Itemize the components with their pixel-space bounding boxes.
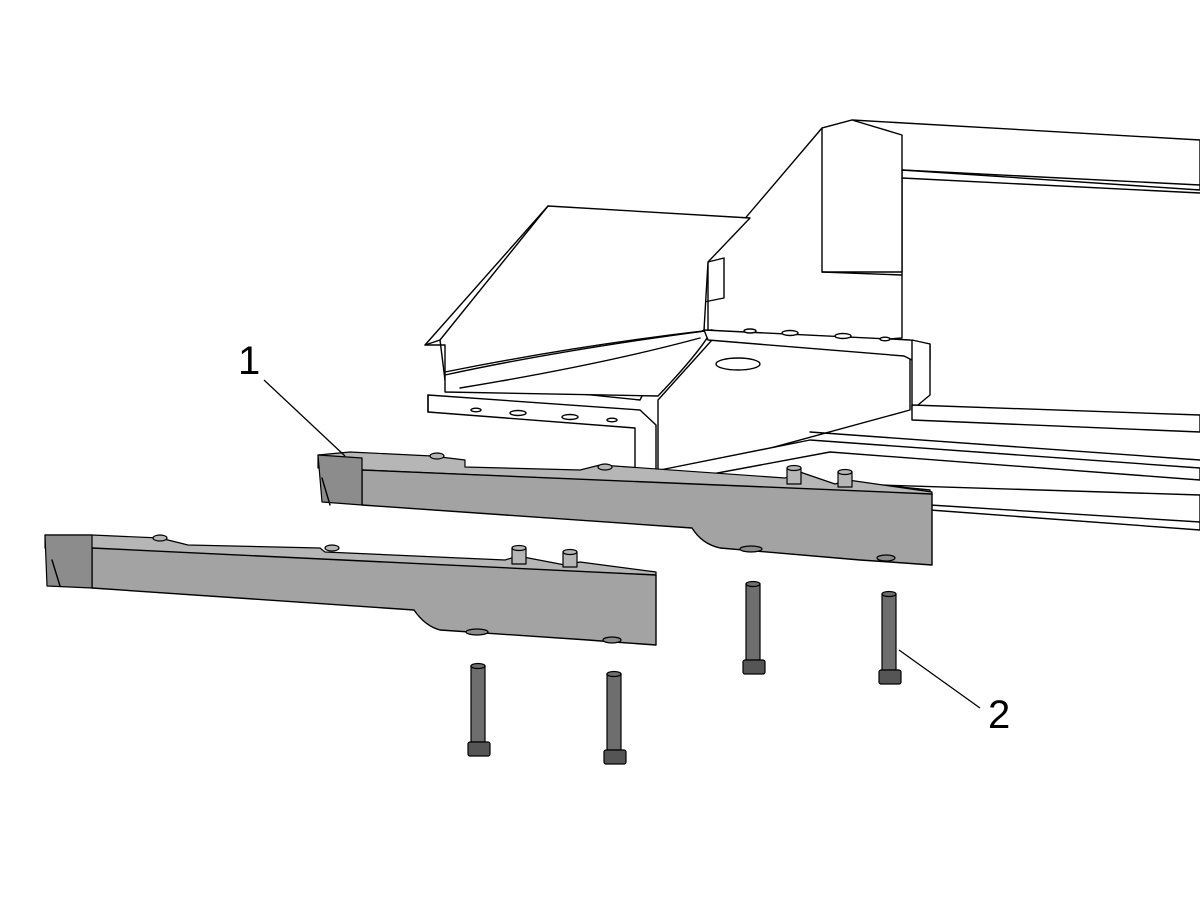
- bolt-4: [878, 590, 902, 685]
- bolt-2: [603, 670, 627, 765]
- bolt-1: [467, 662, 491, 757]
- callout-1-label: 1: [238, 339, 260, 383]
- rear-bar-part-1: [317, 451, 933, 566]
- base-structure: [424, 119, 1200, 531]
- callout-2: 2: [898, 649, 1010, 737]
- callout-2-label: 2: [988, 693, 1010, 737]
- front-bar: [44, 534, 657, 646]
- callout-2-leader: [898, 649, 981, 709]
- callout-1-leader: [263, 379, 346, 457]
- bolt-3: [742, 580, 766, 675]
- callout-1: 1: [238, 339, 346, 457]
